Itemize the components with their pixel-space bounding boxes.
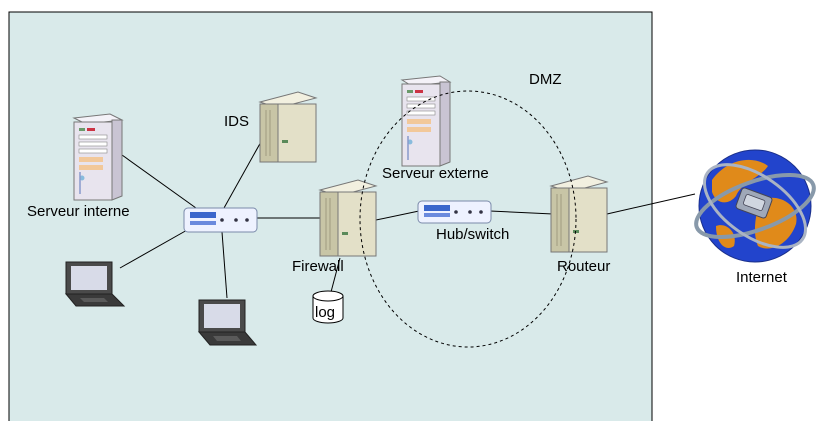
database-icon bbox=[312, 290, 344, 324]
tower-server-icon bbox=[549, 175, 609, 253]
dmz-label: DMZ bbox=[529, 71, 562, 88]
cable-laptop2-hub bbox=[221, 231, 228, 299]
hub-switch-label: Hub/switch bbox=[436, 226, 509, 243]
cables bbox=[119, 139, 696, 299]
server-rack-icon bbox=[400, 75, 452, 167]
router-label: Routeur bbox=[557, 258, 610, 275]
cable-firewall-switch bbox=[375, 210, 420, 221]
external-server-label: Serveur externe bbox=[382, 165, 489, 182]
cable-ids-hub bbox=[223, 139, 263, 209]
log-label: log bbox=[315, 304, 335, 321]
cable-internal-server-hub bbox=[121, 154, 197, 209]
server-rack-icon bbox=[72, 113, 124, 201]
cable-firewall-log bbox=[330, 257, 341, 293]
ids-label: IDS bbox=[224, 113, 249, 130]
hub-icon bbox=[183, 207, 258, 233]
hub-icon bbox=[417, 200, 492, 224]
internet-label: Internet bbox=[736, 269, 788, 286]
cable-laptop1-hub bbox=[119, 224, 197, 269]
firewall-label: Firewall bbox=[292, 258, 344, 275]
tower-server-icon bbox=[318, 179, 378, 257]
tower-server-icon bbox=[258, 91, 318, 163]
cable-router-internet bbox=[606, 193, 696, 215]
laptop-icon bbox=[197, 299, 258, 346]
dmz-boundary bbox=[359, 90, 577, 348]
cable-switch-router bbox=[489, 210, 554, 215]
laptop-icon bbox=[64, 261, 126, 307]
globe-icon bbox=[694, 149, 816, 263]
internal-server-label: Serveur interne bbox=[27, 203, 130, 220]
